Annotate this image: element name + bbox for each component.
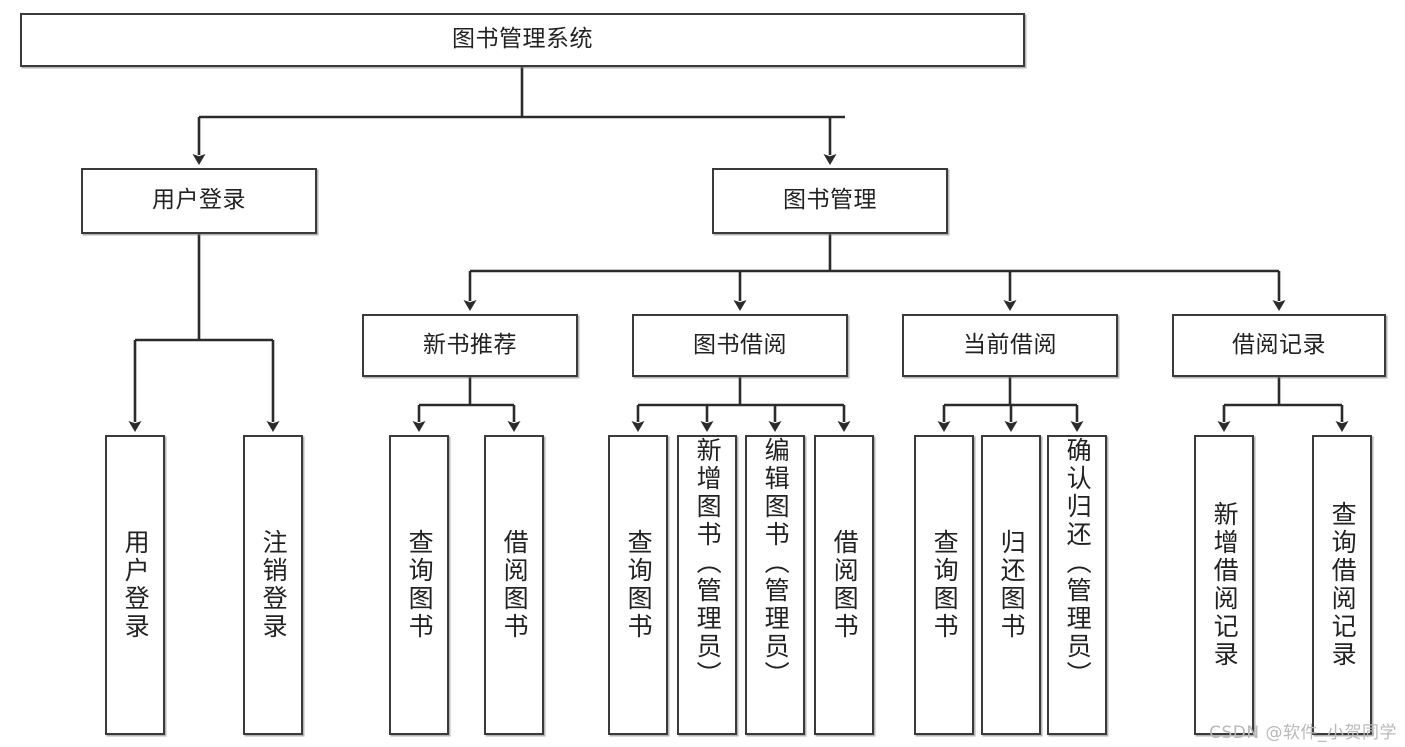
node-user-login[interactable]: 用户登录	[81, 168, 317, 234]
node-book-borrow[interactable]: 图书借阅	[632, 314, 848, 377]
node-leaf-query-book-3-label: 查询图书	[930, 529, 960, 641]
node-leaf-add-record-label: 新增借阅记录	[1210, 501, 1240, 669]
node-leaf-add-book[interactable]: 新增图书（管理员）	[677, 435, 737, 735]
node-root-label: 图书管理系统	[452, 26, 593, 53]
node-leaf-query-book-1-label: 查询图书	[405, 529, 435, 641]
node-leaf-borrow-book-2-label: 借阅图书	[830, 529, 860, 641]
node-book-manage[interactable]: 图书管理	[712, 168, 948, 234]
node-leaf-add-record[interactable]: 新增借阅记录	[1194, 435, 1254, 735]
node-leaf-query-record[interactable]: 查询借阅记录	[1312, 435, 1372, 735]
node-leaf-query-book-3[interactable]: 查询图书	[914, 435, 974, 735]
node-leaf-user-logout-label: 注销登录	[259, 529, 289, 641]
node-borrow-record-label: 借阅记录	[1232, 331, 1326, 358]
node-book-manage-label: 图书管理	[783, 187, 877, 214]
node-leaf-return-book[interactable]: 归还图书	[981, 435, 1041, 735]
node-new-book-recommend[interactable]: 新书推荐	[362, 314, 578, 377]
node-root[interactable]: 图书管理系统	[20, 13, 1025, 67]
node-leaf-confirm-return-label: 确认归还（管理员）	[1063, 437, 1093, 689]
node-leaf-user-login[interactable]: 用户登录	[105, 435, 165, 735]
node-leaf-edit-book-label: 编辑图书（管理员）	[761, 437, 791, 689]
node-current-borrow-label: 当前借阅	[963, 331, 1057, 358]
node-leaf-query-book-2-label: 查询图书	[624, 529, 654, 641]
node-leaf-query-book-1[interactable]: 查询图书	[389, 435, 449, 735]
node-leaf-borrow-book-1[interactable]: 借阅图书	[484, 435, 544, 735]
node-leaf-confirm-return[interactable]: 确认归还（管理员）	[1047, 435, 1107, 735]
node-user-login-label: 用户登录	[152, 187, 246, 214]
node-leaf-user-logout[interactable]: 注销登录	[243, 435, 303, 735]
node-leaf-return-book-label: 归还图书	[997, 529, 1027, 641]
node-leaf-query-book-2[interactable]: 查询图书	[608, 435, 668, 735]
node-leaf-edit-book[interactable]: 编辑图书（管理员）	[745, 435, 805, 735]
node-book-borrow-label: 图书借阅	[693, 331, 787, 358]
node-new-book-recommend-label: 新书推荐	[423, 331, 517, 358]
node-leaf-borrow-book-1-label: 借阅图书	[500, 529, 530, 641]
node-leaf-user-login-label: 用户登录	[121, 529, 151, 641]
watermark: CSDN @软件_小贺同学	[1209, 723, 1397, 743]
node-borrow-record[interactable]: 借阅记录	[1172, 314, 1386, 377]
node-current-borrow[interactable]: 当前借阅	[902, 314, 1118, 377]
node-leaf-add-book-label: 新增图书（管理员）	[693, 437, 723, 689]
node-leaf-borrow-book-2[interactable]: 借阅图书	[814, 435, 874, 735]
node-leaf-query-record-label: 查询借阅记录	[1328, 501, 1358, 669]
